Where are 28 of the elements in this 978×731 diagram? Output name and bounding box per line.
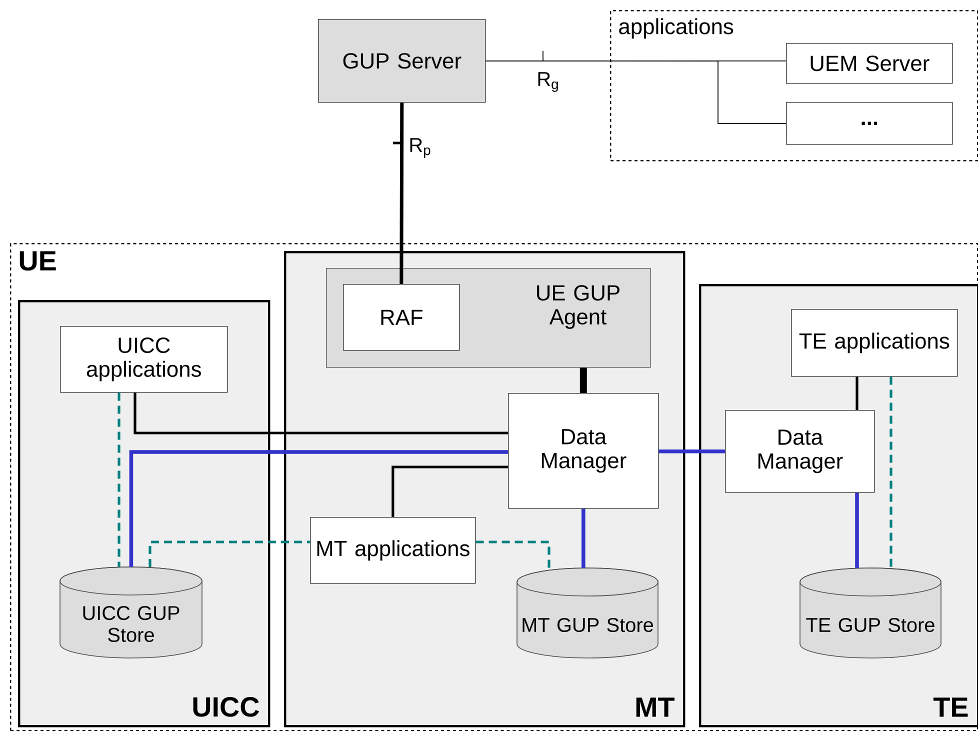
application-box: ... [786, 102, 953, 145]
application-box: TE applications [791, 309, 958, 377]
connector-line [890, 376, 892, 568]
connector-line [856, 376, 858, 410]
connector-line [392, 466, 508, 517]
store-cylinder: MT GUP Store [516, 568, 658, 658]
manager-box: Data Manager [725, 410, 875, 493]
connector-line [658, 450, 725, 454]
connector-line [118, 392, 120, 567]
connector-line [129, 450, 508, 567]
manager-box: Data Manager [508, 393, 659, 509]
connector-line [400, 102, 404, 284]
connector-line [485, 60, 786, 124]
connector-line [580, 368, 587, 393]
function-box: RAF [343, 284, 460, 351]
store-cylinder: UICC GUP Store [60, 566, 202, 658]
application-box: UICC applications [60, 326, 228, 393]
edge-label: R$_{g}$ [538, 72, 558, 92]
store-cylinder: TE GUP Store [800, 568, 942, 658]
connector-line [148, 540, 310, 567]
connector-line [134, 392, 508, 434]
connector-line [582, 508, 586, 568]
edge-label: R$_{p}$ [410, 138, 430, 158]
connector-line [476, 540, 550, 568]
application-box: MT applications [310, 517, 476, 584]
connector-line [855, 492, 859, 568]
server-box: GUP Server [318, 19, 486, 103]
server-box: UEM Server [786, 43, 953, 84]
